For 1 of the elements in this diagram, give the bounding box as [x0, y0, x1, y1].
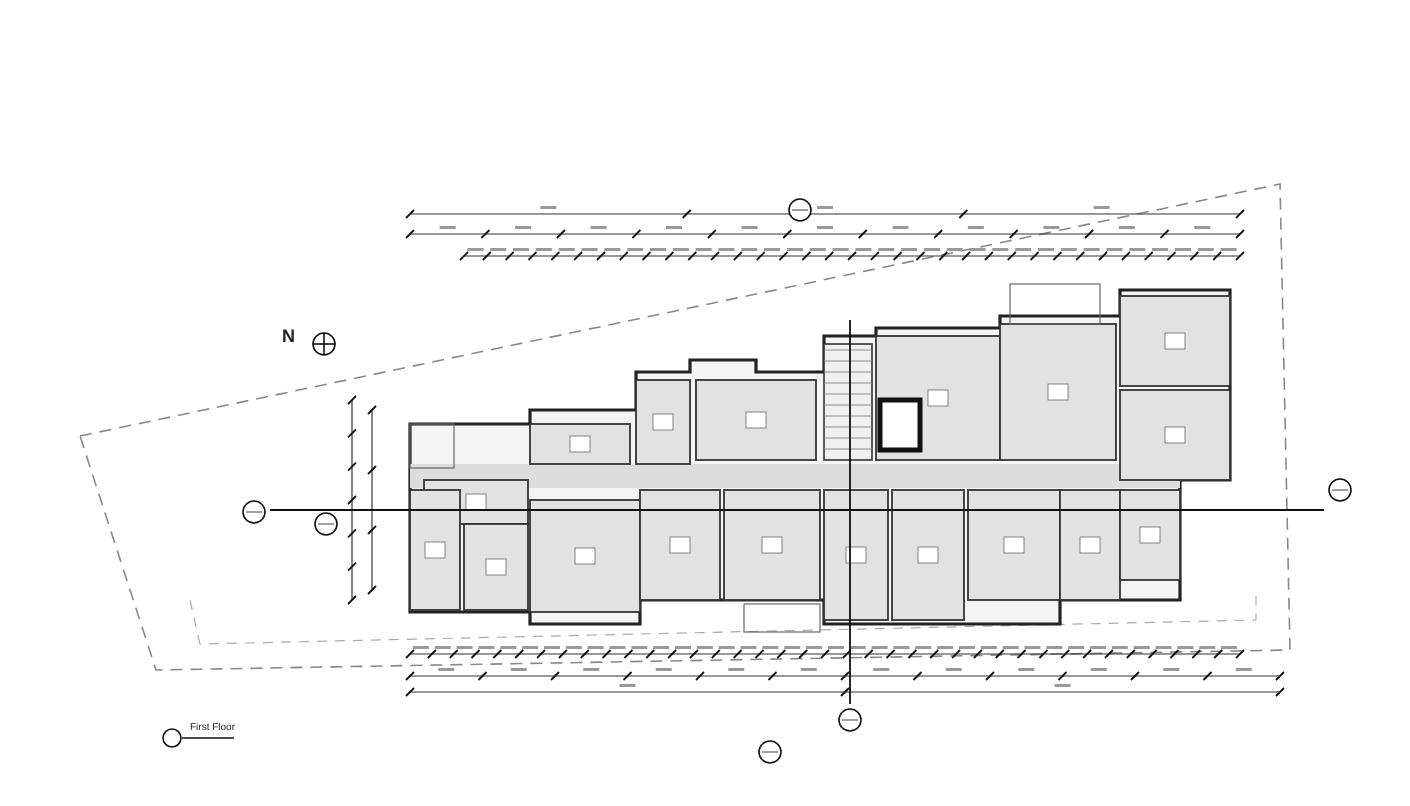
north-label: N [282, 328, 295, 346]
